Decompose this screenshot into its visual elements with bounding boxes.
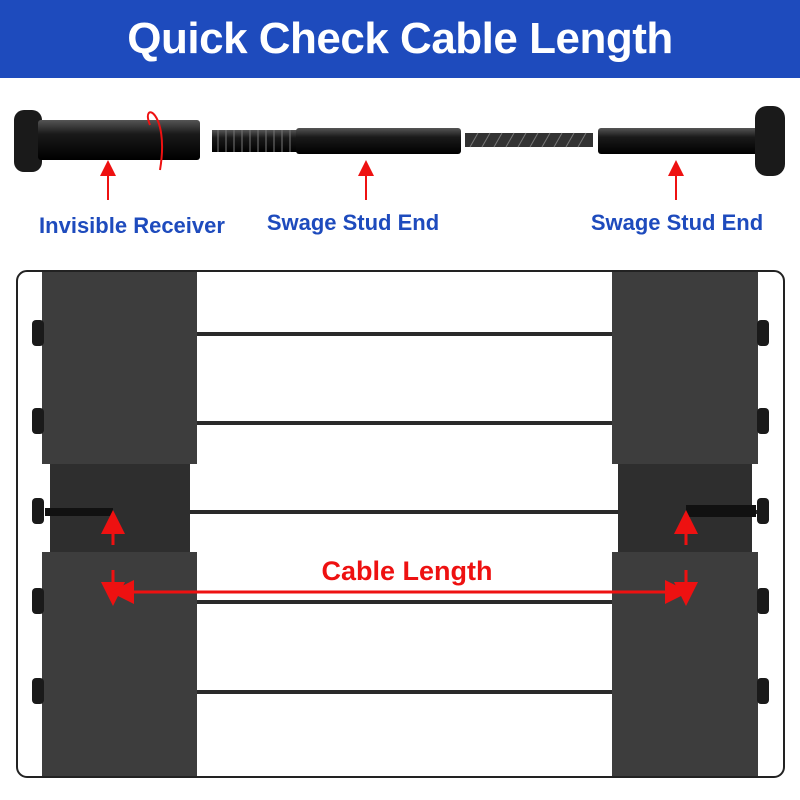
rotation-icon [147, 111, 163, 171]
receiver-label: Invisible Receiver [39, 213, 225, 238]
swage-stud-right-part [598, 106, 785, 176]
measurement-arrows [101, 510, 698, 606]
swage-stud-left-label: Swage Stud End [267, 210, 439, 235]
swage-fitting [45, 508, 113, 516]
cables [45, 332, 765, 694]
cable [45, 510, 765, 514]
cable [195, 421, 615, 425]
cable-segment [465, 132, 593, 148]
swage-fitting [686, 505, 756, 517]
page-title: Quick Check Cable Length [127, 14, 673, 63]
left-post [42, 272, 197, 776]
cable [195, 690, 615, 694]
cable-length-label: Cable Length [321, 556, 492, 586]
title-banner: Quick Check Cable Length [0, 0, 800, 78]
swage-stud-right-label: Swage Stud End [591, 210, 763, 235]
swage-stud-left-part [212, 128, 461, 154]
railing-frame [16, 270, 785, 778]
cable [195, 600, 615, 604]
invisible-receiver-part [14, 110, 200, 172]
cable [195, 332, 615, 336]
post-bolts [32, 320, 769, 704]
